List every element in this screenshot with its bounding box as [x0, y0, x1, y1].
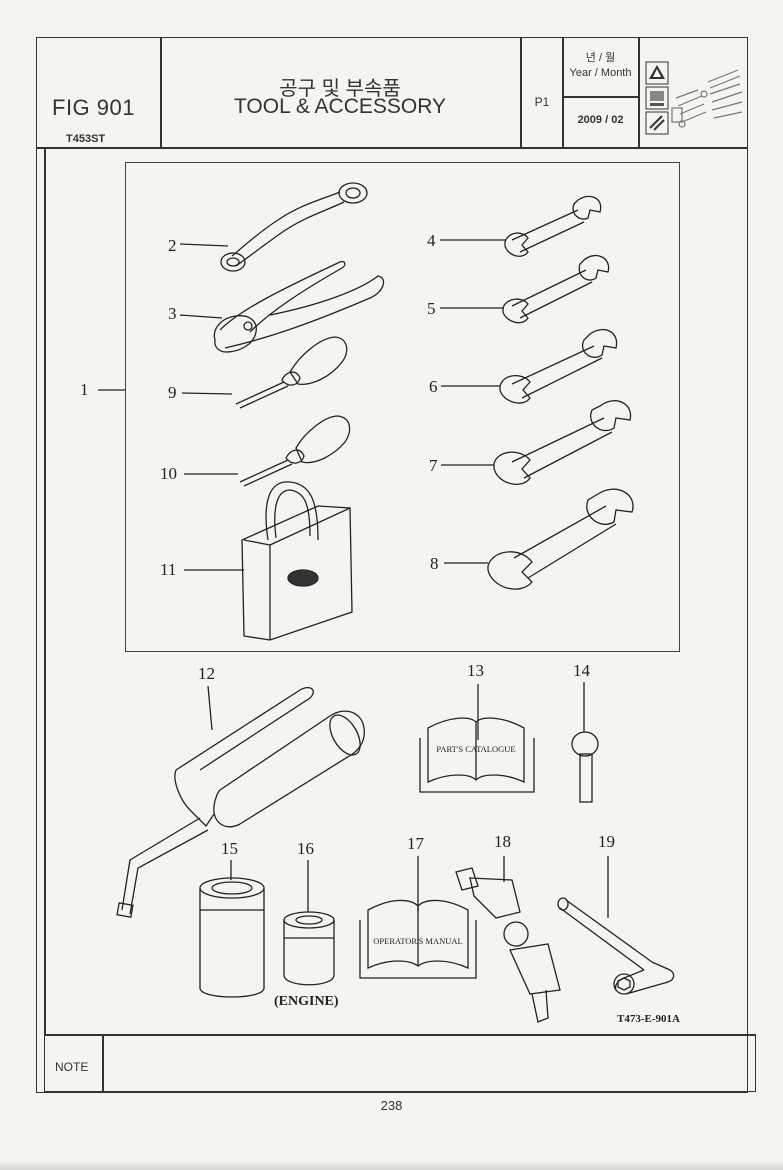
callout-12: 12 — [198, 664, 215, 683]
model-code: T453ST — [66, 133, 106, 145]
callout-11: 11 — [160, 560, 177, 579]
callout-14: 14 — [573, 661, 590, 680]
callout-7: 7 — [429, 456, 438, 475]
callout-6: 6 — [429, 377, 438, 396]
spanner-wrench — [441, 400, 632, 485]
pliers — [179, 260, 385, 353]
callout-8: 8 — [430, 554, 439, 573]
engine-label: (ENGINE) — [274, 994, 339, 1009]
title-korean: 공구 및 부속품 — [279, 78, 401, 100]
callout-2: 2 — [168, 236, 177, 255]
callout-17: 17 — [407, 834, 424, 853]
note-divider — [102, 1034, 104, 1092]
note-label: NOTE — [55, 1060, 89, 1074]
spanner-wrench — [440, 195, 602, 257]
manual-icon — [645, 86, 669, 110]
note-box — [44, 1034, 756, 1092]
screwdriver-cross — [184, 415, 351, 487]
page-code: P1 — [534, 95, 550, 109]
header-column-divider — [160, 37, 162, 148]
date-cell-divider — [562, 96, 639, 98]
fig-label: FIG 901 — [52, 95, 135, 120]
tools-thumbnail-icon — [671, 69, 743, 128]
page-number: 238 — [380, 1098, 403, 1113]
l-socket-wrench — [557, 856, 675, 995]
callout-1: 1 — [80, 380, 89, 399]
callout-4: 4 — [427, 231, 436, 250]
revision-date: 2009 / 02 — [577, 114, 624, 126]
year-month-korean: 년 / 월 — [585, 52, 616, 64]
spanner-wrench — [441, 329, 618, 404]
spanner-wrench — [444, 488, 634, 590]
title-english: TOOL & ACCESSORY — [233, 95, 447, 118]
parts-catalogue-book — [419, 684, 535, 793]
spanner-wrench — [440, 255, 610, 324]
page-frame — [36, 37, 748, 1093]
tool-kit-box — [125, 162, 680, 652]
parts-catalogue-label: PART'S CATALOGUE — [436, 744, 515, 754]
callout-18: 18 — [494, 832, 511, 851]
header-divider — [36, 147, 748, 149]
operators-manual-label: OPERATOR'S MANUAL — [373, 936, 462, 946]
lock-pin — [571, 682, 599, 803]
callout-9: 9 — [168, 383, 177, 402]
warning-icon — [645, 61, 669, 85]
grease-gun — [116, 685, 365, 918]
header-column-divider — [638, 37, 640, 148]
callout-16: 16 — [297, 839, 314, 858]
ignition-keys — [455, 856, 561, 1023]
box-wrench — [179, 182, 368, 272]
callout-3: 3 — [168, 304, 177, 323]
drawing-code: T473-E-901A — [617, 1013, 680, 1025]
callout-15: 15 — [221, 839, 238, 858]
fuel-filter — [199, 860, 265, 998]
screwdriver-flat — [181, 336, 348, 409]
tool-icon — [645, 111, 669, 135]
header-column-divider — [562, 37, 564, 148]
year-month-english: Year / Month — [569, 67, 632, 79]
safety-icons-thumbnail — [645, 61, 743, 135]
scan-edge — [0, 1160, 783, 1170]
callout-10: 10 — [160, 464, 177, 483]
tool-bag — [184, 481, 353, 641]
header-column-divider — [520, 37, 522, 148]
engine-oil-filter — [283, 860, 335, 986]
callout-13: 13 — [467, 661, 484, 680]
callout-19: 19 — [598, 832, 615, 851]
operators-manual-book — [359, 856, 477, 979]
callout-5: 5 — [427, 299, 436, 318]
content-left-border — [44, 148, 46, 1034]
